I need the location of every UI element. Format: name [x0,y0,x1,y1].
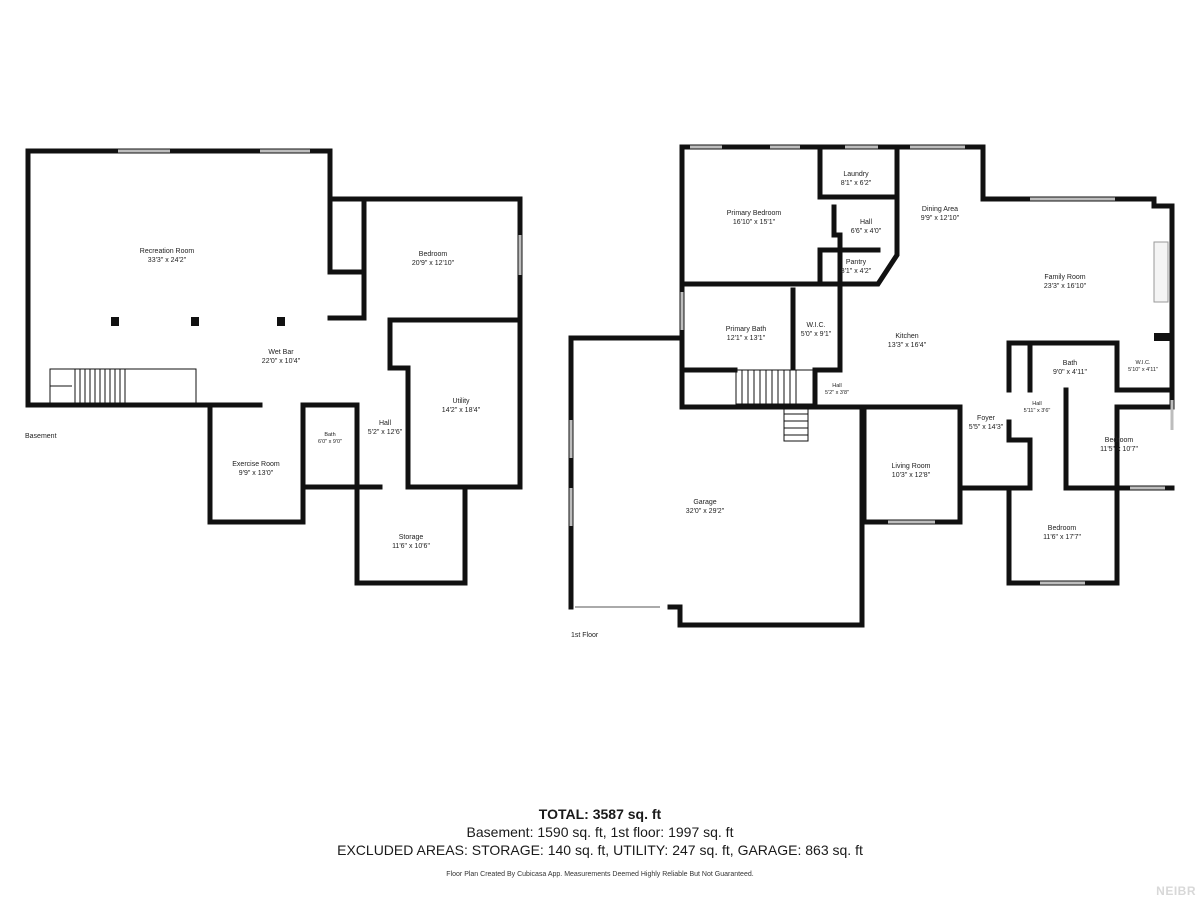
svg-text:9'0" x 4'11": 9'0" x 4'11" [1053,369,1087,376]
room-basement-hall: Hall 5'2" x 12'6" [368,420,403,436]
svg-text:Pantry: Pantry [846,259,867,266]
svg-text:Wet Bar: Wet Bar [268,349,294,356]
svg-text:12'1" x 13'1": 12'1" x 13'1" [727,335,766,342]
svg-text:Utility: Utility [452,398,470,405]
room-bedroom-south: Bedroom 11'6" x 17'7" [1043,525,1081,541]
basement-plan: Recreation Room 33'3" x 24'2" Bedroom 20… [25,148,523,586]
watermark-logo: NEIBR [1156,884,1196,898]
room-primary-bedroom: Primary Bedroom 16'10" x 15'1" [727,210,782,226]
svg-text:Family Room: Family Room [1044,274,1085,281]
svg-text:W.I.C.: W.I.C. [806,322,825,329]
room-foyer: Foyer 5'5" x 14'3" [969,415,1004,431]
svg-text:5'2" x 3'8": 5'2" x 3'8" [825,390,849,396]
total-area: TOTAL: 3587 sq. ft [538,806,662,822]
svg-text:Bedroom: Bedroom [1105,437,1134,444]
svg-text:5'0" x 9'1": 5'0" x 9'1" [801,331,832,338]
room-bedroom-hall: Hall 5'11" x 3'6" [1024,401,1051,414]
svg-text:Hall: Hall [832,383,841,389]
room-primary-wic: W.I.C. 5'0" x 9'1" [801,322,832,338]
svg-text:Dining Area: Dining Area [922,206,958,213]
room-pantry: Pantry 8'1" x 4'2" [841,259,872,275]
basement-stairs [50,369,126,403]
svg-text:8'1" x 4'2": 8'1" x 4'2" [841,268,872,275]
svg-text:20'9" x 12'10": 20'9" x 12'10" [412,260,455,267]
svg-text:6'6" x 4'0": 6'6" x 4'0" [851,228,882,235]
svg-text:10'3" x 12'8": 10'3" x 12'8" [892,472,931,479]
svg-text:Storage: Storage [399,534,424,541]
svg-text:Garage: Garage [693,499,716,506]
svg-text:Hall: Hall [860,219,873,226]
room-garage: Garage 32'0" x 29'2" [686,499,725,515]
svg-text:22'0" x 10'4": 22'0" x 10'4" [262,358,301,365]
svg-text:8'1" x 6'2": 8'1" x 6'2" [841,180,872,187]
svg-text:9'9" x 12'10": 9'9" x 12'10" [921,215,960,222]
room-recreation-room: Recreation Room 33'3" x 24'2" [140,248,195,264]
room-basement-bedroom: Bedroom 20'9" x 12'10" [412,251,455,267]
room-basement-bath: Bath 6'0" x 9'0" [318,432,342,445]
svg-text:Foyer: Foyer [977,415,996,422]
svg-text:Bedroom: Bedroom [419,251,448,258]
svg-text:13'3" x 16'4": 13'3" x 16'4" [888,342,927,349]
svg-text:33'3" x 24'2": 33'3" x 24'2" [148,257,187,264]
svg-text:5'11" x 3'6": 5'11" x 3'6" [1024,408,1051,414]
svg-text:Hall: Hall [379,420,392,427]
svg-text:Hall: Hall [1032,401,1041,407]
room-utility: Utility 14'2" x 18'4" [442,398,481,414]
excluded-areas: EXCLUDED AREAS: STORAGE: 140 sq. ft, UTI… [337,842,863,858]
svg-text:Laundry: Laundry [843,171,869,178]
svg-text:Kitchen: Kitchen [895,333,918,340]
room-laundry-hall: Hall 6'6" x 4'0" [851,219,882,235]
svg-text:32'0" x 29'2": 32'0" x 29'2" [686,508,725,515]
first-floor-plan: Primary Bedroom 16'10" x 15'1" Laundry 8… [568,144,1175,639]
room-family-room: Family Room 23'3" x 16'10" [1044,274,1087,290]
svg-text:Bath: Bath [1063,360,1078,367]
room-living-room: Living Room 10'3" x 12'8" [892,463,931,479]
svg-text:Recreation Room: Recreation Room [140,248,195,255]
room-kitchen: Kitchen 13'3" x 16'4" [888,333,927,349]
svg-text:11'5" x 10'7": 11'5" x 10'7" [1100,446,1138,453]
room-stair-hall: Hall 5'2" x 3'8" [825,383,849,396]
room-primary-bath: Primary Bath 12'1" x 13'1" [726,326,767,342]
svg-text:W.I.C.: W.I.C. [1136,360,1151,366]
svg-text:5'2" x 12'6": 5'2" x 12'6" [368,429,403,436]
svg-text:Exercise Room: Exercise Room [232,461,280,468]
svg-text:11'6" x 10'6": 11'6" x 10'6" [392,543,430,550]
first-floor-label: 1st Floor [571,632,599,639]
first-floor-stairs [741,370,809,442]
svg-text:6'0" x 9'0": 6'0" x 9'0" [318,439,342,445]
room-wet-bar: Wet Bar 22'0" x 10'4" [262,349,301,365]
svg-text:9'9" x 13'0": 9'9" x 13'0" [239,470,274,477]
floor-areas: Basement: 1590 sq. ft, 1st floor: 1997 s… [466,824,734,840]
disclaimer: Floor Plan Created By Cubicasa App. Meas… [446,871,754,878]
room-hall-bath: Bath 9'0" x 4'11" [1053,360,1087,376]
svg-text:5'5" x 14'3": 5'5" x 14'3" [969,424,1004,431]
svg-text:5'10" x 4'11": 5'10" x 4'11" [1128,367,1158,373]
room-bedroom-wic: W.I.C. 5'10" x 4'11" [1128,360,1158,373]
svg-text:16'10" x 15'1": 16'10" x 15'1" [733,219,776,226]
svg-text:Bath: Bath [324,432,335,438]
svg-text:Living Room: Living Room [892,463,931,470]
svg-text:Primary Bath: Primary Bath [726,326,767,333]
svg-text:Primary Bedroom: Primary Bedroom [727,210,782,217]
room-laundry: Laundry 8'1" x 6'2" [841,171,872,187]
room-storage: Storage 11'6" x 10'6" [392,534,430,550]
basement-floor-label: Basement [25,433,57,440]
svg-text:14'2" x 18'4": 14'2" x 18'4" [442,407,481,414]
svg-text:Bedroom: Bedroom [1048,525,1077,532]
svg-text:23'3" x 16'10": 23'3" x 16'10" [1044,283,1087,290]
room-dining-area: Dining Area 9'9" x 12'10" [921,206,960,222]
room-bedroom-east: Bedroom 11'5" x 10'7" [1100,437,1138,453]
svg-text:11'6" x 17'7": 11'6" x 17'7" [1043,534,1081,541]
room-exercise-room: Exercise Room 9'9" x 13'0" [232,461,280,477]
